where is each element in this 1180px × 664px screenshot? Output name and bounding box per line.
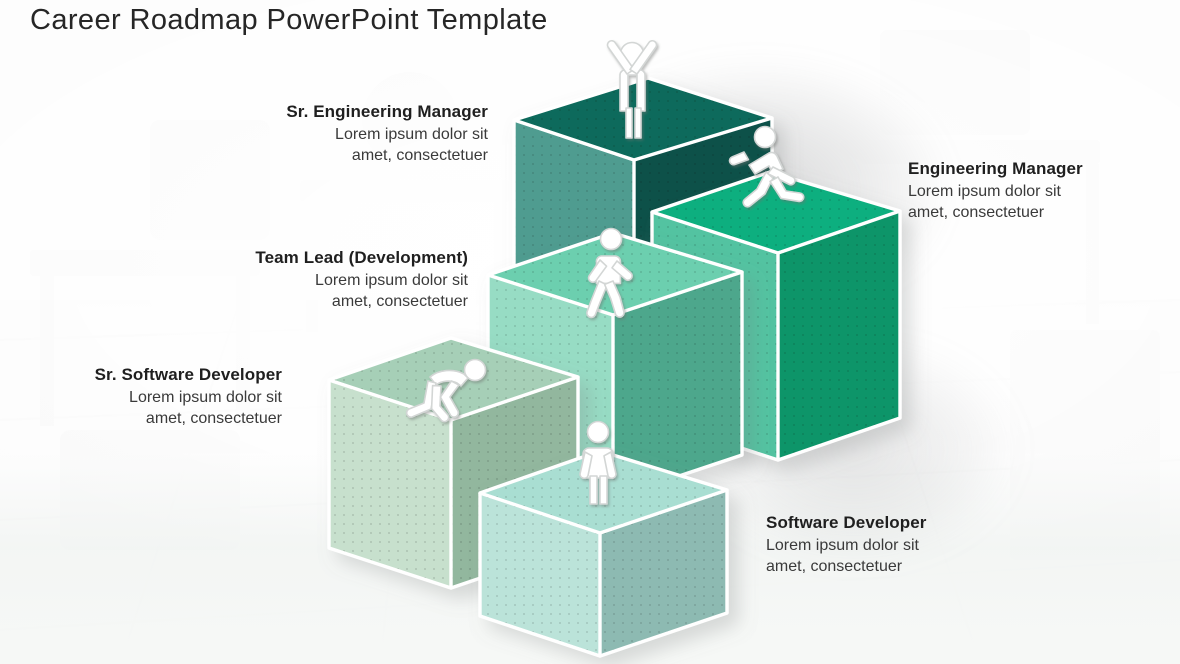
body-line2-software-developer: amet, consectetuer xyxy=(766,558,903,576)
slide-title: Career Roadmap PowerPoint Template xyxy=(30,4,548,36)
body-line1-team-lead-development: Lorem ipsum dolor sit xyxy=(315,272,468,290)
body-line1-engineering-manager: Lorem ipsum dolor sit xyxy=(908,183,1061,201)
running-person-icon xyxy=(728,125,805,208)
label-team-lead-development: Team Lead (Development) Lorem ipsum dolo… xyxy=(136,247,468,313)
body-line2-sr-software-developer: amet, consectetuer xyxy=(145,410,282,428)
heading-team-lead-development: Team Lead (Development) xyxy=(255,248,468,267)
body-line2-sr-engineering-manager: amet, consectetuer xyxy=(351,147,488,165)
cube-software-developer[interactable] xyxy=(478,449,729,658)
body-line1-sr-engineering-manager: Lorem ipsum dolor sit xyxy=(335,126,488,144)
label-sr-engineering-manager: Sr. Engineering Manager Lorem ipsum dolo… xyxy=(146,101,488,167)
body-line2-team-lead-development: amet, consectetuer xyxy=(331,293,468,311)
label-software-developer: Software Developer Lorem ipsum dolor sit… xyxy=(766,512,1034,578)
body-line2-engineering-manager: amet, consectetuer xyxy=(908,204,1045,222)
walking-person-icon xyxy=(586,227,633,319)
celebrating-person-icon xyxy=(606,40,658,139)
crawling-person-icon xyxy=(405,358,487,423)
label-engineering-manager: Engineering Manager Lorem ipsum dolor si… xyxy=(908,158,1176,224)
heading-software-developer: Software Developer xyxy=(766,513,927,532)
label-sr-software-developer: Sr. Software Developer Lorem ipsum dolor… xyxy=(0,364,282,430)
standing-person-icon xyxy=(579,420,617,505)
heading-engineering-manager: Engineering Manager xyxy=(908,159,1083,178)
body-line1-software-developer: Lorem ipsum dolor sit xyxy=(766,537,919,555)
heading-sr-engineering-manager: Sr. Engineering Manager xyxy=(286,102,488,121)
body-line1-sr-software-developer: Lorem ipsum dolor sit xyxy=(129,389,282,407)
heading-sr-software-developer: Sr. Software Developer xyxy=(94,365,282,384)
